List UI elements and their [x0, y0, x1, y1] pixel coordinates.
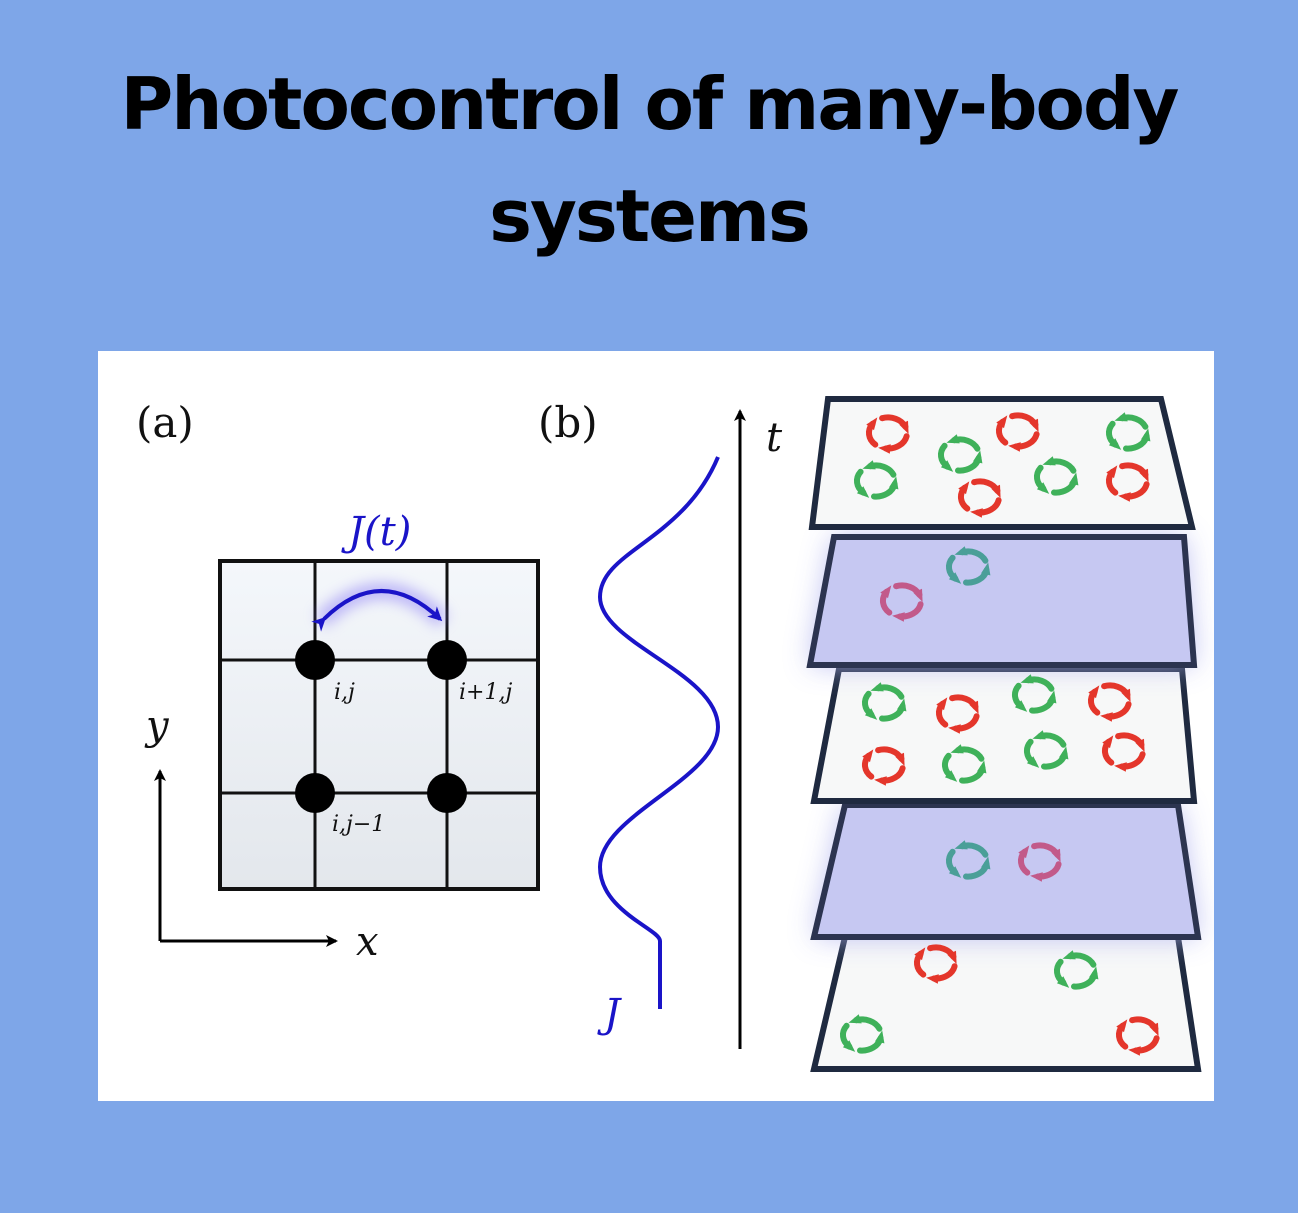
panel-b: (b) J t	[538, 398, 783, 1049]
lattice-site-i1-j-1	[427, 773, 467, 813]
lattice-site-i-j-1	[295, 773, 335, 813]
vortex-set	[840, 412, 1160, 1056]
vortex-icon	[1012, 674, 1057, 714]
figure-panel: (a) J(t) i,j i+1,j i,j−1 y x (b) J	[98, 351, 1214, 1101]
coupling-arrow	[311, 583, 449, 632]
layer-4-lit	[806, 534, 1198, 668]
time-axis-label: t	[766, 415, 783, 461]
vortex-icon	[1034, 456, 1079, 496]
lattice-site-i1-j	[427, 640, 467, 680]
xy-axes	[154, 769, 338, 947]
curve-label: J	[597, 991, 622, 1037]
vortex-icon	[946, 840, 991, 880]
panel-a-label: (a)	[136, 398, 194, 447]
vortex-icon	[1106, 462, 1150, 502]
page-title: Photocontrol of many-body systems	[0, 48, 1298, 272]
vortex-icon	[866, 414, 910, 454]
vortex-icon	[996, 412, 1040, 452]
axis-y-label: y	[144, 703, 170, 749]
vortex-icon	[1024, 730, 1069, 770]
axis-x-label: x	[356, 919, 379, 965]
vortex-icon	[854, 460, 899, 500]
layer-2-lit	[810, 802, 1202, 940]
layer-3	[810, 666, 1198, 804]
vortex-icon	[1054, 950, 1099, 990]
vortex-icon	[938, 434, 983, 474]
site-label-i1-j: i+1,j	[459, 680, 512, 705]
vortex-icon	[1088, 682, 1132, 722]
panel-b-label: (b)	[538, 398, 598, 447]
coupling-curve	[597, 456, 721, 1009]
vortex-icon	[958, 478, 1002, 518]
vortex-icon	[1116, 1016, 1160, 1056]
title-line-1: Photocontrol of many-body	[120, 62, 1180, 146]
vortex-icon	[1106, 412, 1151, 452]
vortex-icon	[862, 682, 907, 722]
site-label-i-j-1: i,j−1	[332, 812, 385, 837]
vortex-icon	[914, 944, 958, 984]
lattice-grid	[218, 559, 540, 891]
lattice-site-i-j	[295, 640, 335, 680]
vortex-icon	[1102, 732, 1146, 772]
site-label-i-j: i,j	[334, 680, 355, 705]
vortex-icon	[862, 746, 906, 786]
vortex-icon	[1018, 842, 1062, 882]
layer-stack	[806, 396, 1202, 1072]
vortex-icon	[840, 1014, 885, 1054]
title-line-2: systems	[489, 174, 811, 258]
panel-a: (a) J(t) i,j i+1,j i,j−1 y x	[136, 398, 540, 965]
vortex-icon	[942, 744, 987, 784]
vortex-icon	[946, 546, 991, 586]
vortex-icon	[880, 582, 924, 622]
figure-canvas: (a) J(t) i,j i+1,j i,j−1 y x (b) J	[136, 396, 1202, 1072]
vortex-icon	[936, 694, 980, 734]
coupling-label: J(t)	[341, 509, 411, 555]
